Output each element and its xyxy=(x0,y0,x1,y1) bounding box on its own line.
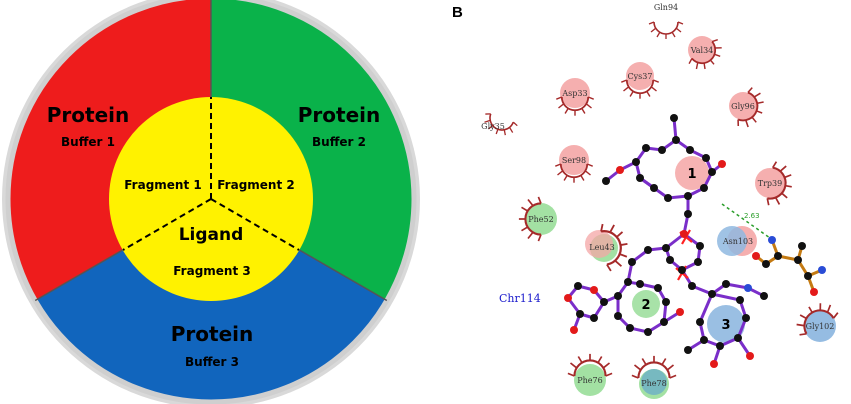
ligand-atoms xyxy=(564,114,826,368)
sector-1-title: Protein xyxy=(47,103,129,127)
sector-2-subtitle: Buffer 2 xyxy=(312,135,366,149)
rotatable-bond-marks xyxy=(675,229,693,281)
residue-ser98: Ser98 xyxy=(554,145,594,184)
residue-label-phe78: Phe78 xyxy=(641,379,666,388)
fragment-2-label: Fragment 2 xyxy=(217,178,294,192)
sector-1-subtitle: Buffer 1 xyxy=(61,135,115,149)
sector-3-subtitle: Buffer 3 xyxy=(185,355,239,369)
residue-asp33: Asp33 xyxy=(555,78,595,117)
fragment-3-label: Fragment 3 xyxy=(173,264,250,278)
residue-phe76: Phe76 xyxy=(566,352,614,396)
fragment-divider-left xyxy=(122,198,212,251)
sector-2-title: Protein xyxy=(298,103,380,127)
residue-label-gly35: Gly35 xyxy=(481,122,505,131)
residue-gly96: Gly96 xyxy=(729,85,771,134)
ligand-label: Ligand xyxy=(179,225,244,245)
residue-val34: Val34 xyxy=(686,36,730,78)
residue-label-asp33: Asp33 xyxy=(561,89,587,98)
ring-2-number: 2 xyxy=(641,298,650,313)
hydrogen-bond xyxy=(721,203,771,239)
residue-label-ser98: Ser98 xyxy=(562,156,586,165)
residue-label-trp39: Trp39 xyxy=(758,179,782,188)
chain-label: Chr114 xyxy=(499,292,541,305)
residue-phe78: Phe78 xyxy=(630,354,678,399)
residue-label-cys37: Cys37 xyxy=(628,72,653,81)
residue-phe52: Phe52 xyxy=(517,195,557,243)
panel-label-b: B xyxy=(452,4,463,21)
ring-3-number: 3 xyxy=(721,318,730,333)
residue-label-gln94: Gln94 xyxy=(654,3,678,12)
residue-label-val34: Val34 xyxy=(690,46,714,55)
hbond-distance-label: 2.63 xyxy=(744,212,760,220)
ligand-bonds xyxy=(566,117,765,365)
residue-label-phe52: Phe52 xyxy=(528,215,553,224)
residue-label-leu43: Leu43 xyxy=(589,243,614,252)
residue-label-asn103: Asn103 xyxy=(722,237,753,246)
residue-leu43: Leu43 xyxy=(585,219,633,273)
residue-gln94: Gln94 xyxy=(648,3,684,40)
residue-label-gly96: Gly96 xyxy=(731,102,755,111)
residue-gly102: Gly102 xyxy=(788,294,841,342)
residue-label-gly102: Gly102 xyxy=(806,322,835,331)
fragment-divider-right xyxy=(210,198,300,251)
residue-label-phe76: Phe76 xyxy=(577,376,602,385)
ring-2-highlight xyxy=(632,290,660,318)
residue-gly35: Gly35 xyxy=(479,111,519,141)
ring-3-highlight xyxy=(707,305,745,343)
sector-3-title: Protein xyxy=(171,322,253,346)
pie-rim xyxy=(5,0,417,404)
residue-cys37: Cys37 xyxy=(620,62,660,100)
ring-1-number: 1 xyxy=(687,167,696,182)
residue-trp39: Trp39 xyxy=(755,160,797,210)
residue-asn103: Asn103 xyxy=(717,226,757,256)
fragment-pie-diagram: Protein Buffer 1 Protein Buffer 2 Protei… xyxy=(0,0,425,404)
ring-1-highlight xyxy=(675,156,709,190)
asn103-sidechain xyxy=(755,239,823,293)
fragment-1-label: Fragment 1 xyxy=(124,178,201,192)
